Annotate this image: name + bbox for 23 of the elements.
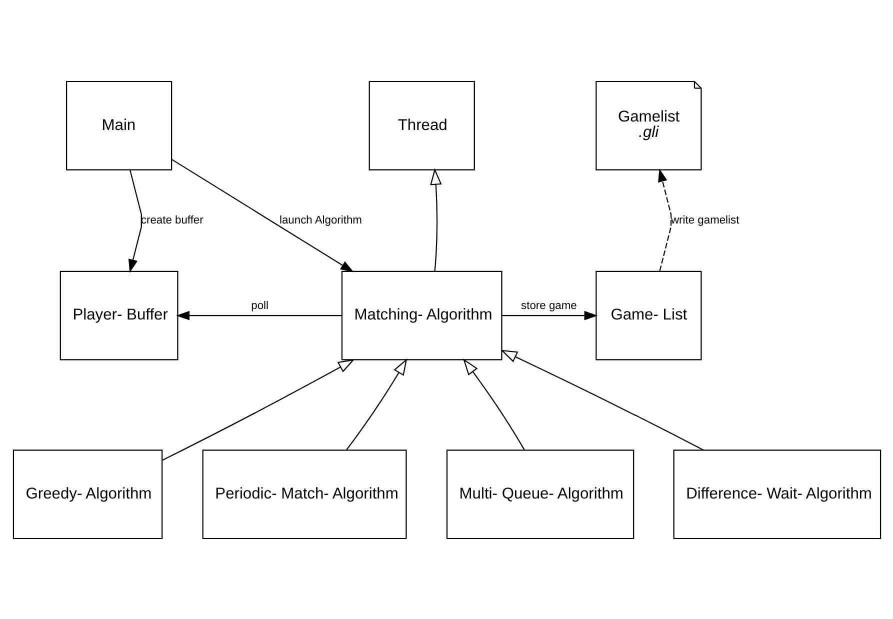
edge-label: launch Algorithm (279, 214, 362, 226)
node-box: Game- List (595, 270, 702, 360)
arrow (462, 358, 525, 450)
node-box: Player- Buffer (59, 270, 178, 360)
arrow (658, 168, 672, 271)
arrow (176, 310, 342, 320)
arrow (500, 349, 704, 450)
node-box: Greedy- Algorithm (12, 449, 162, 539)
node-box: Matching- Algorithm (340, 270, 502, 360)
arrow (501, 310, 598, 320)
arrow (171, 158, 354, 272)
node-box: Thread (368, 80, 474, 170)
edge-label: write gamelist (670, 214, 739, 226)
node-box: Difference- Wait- Algorithm (672, 449, 881, 539)
node-box: Main (65, 80, 172, 170)
node-box: Periodic- Match- Algorithm (202, 449, 406, 539)
arrow (430, 168, 442, 271)
node-box: Multi- Queue- Algorithm (446, 449, 634, 539)
arrow (128, 169, 142, 272)
arrow (345, 358, 407, 450)
arrow (161, 358, 354, 460)
edge-label: store game (520, 299, 576, 312)
edge-label: poll (250, 299, 268, 312)
